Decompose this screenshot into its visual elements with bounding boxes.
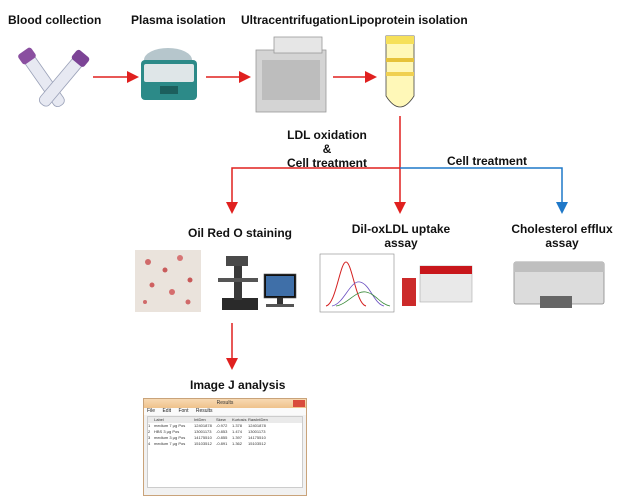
computer-image [263,273,297,307]
menu-font[interactable]: Font [178,408,189,414]
table-cell: 13001173 [194,429,212,434]
ldl-oxidation-amp: & [322,142,332,156]
lipoprotein-tube-image [385,35,415,108]
col-header: IntDen [194,417,206,422]
table-cell: medium 7 µg Pos [154,423,186,428]
table-row: 3 medium 3 µg Pos 14175510 -0.855 1.397 … [148,435,302,441]
table-cell: 1.362 [232,441,243,446]
step-cell-treatment-right: Cell treatment [447,154,528,168]
dil-uptake-line1: Dil-oxLDL uptake [351,222,451,236]
table-cell: 12401878 [248,423,266,428]
step-ultracentrifugation: Ultracentrifugation [241,13,349,27]
imagej-results-table: Label IntDen Skew Kurtosis RawIntDen 1 m… [147,416,303,488]
dil-uptake-line2: assay [384,236,418,250]
menu-edit[interactable]: Edit [162,408,172,414]
table-header: Label IntDen Skew Kurtosis RawIntDen [148,417,302,423]
step-oil-red-o: Oil Red O staining [188,226,293,240]
table-cell: medium 7 µg Pos [154,441,186,446]
imagej-title-text: Results [216,400,234,406]
table-cell: 13001173 [248,429,266,434]
table-cell: 2 [148,429,151,434]
step-chol-efflux: Cholesterol efflux assay [506,222,617,250]
ldl-oxidation-line2: Cell treatment [286,156,368,170]
table-cell: 1 [148,423,151,428]
table-cell: -0.972 [216,423,228,428]
table-cell: 14175510 [248,435,266,440]
flow-cytometer-image [402,265,473,306]
plate-reader-image [513,261,605,308]
col-header: RawIntDen [248,417,268,422]
col-header: Skew [216,417,226,422]
imagej-results-window: Results File Edit Font Results Label Int… [143,398,307,496]
imagej-window-title: Results [144,399,306,408]
ultracentrifuge-image [255,36,327,113]
table-cell: -0.853 [216,429,228,434]
chol-efflux-line1: Cholesterol efflux [511,222,613,236]
blood-tubes-image [18,47,90,108]
table-cell: HBS 3 µg Pos [154,429,180,434]
table-row: 4 medium 7 µg Pos 15103512 -0.891 1.362 … [148,441,302,447]
step-dil-uptake: Dil-oxLDL uptake assay [343,222,459,250]
table-cell: 12401878 [194,423,212,428]
arrow-to-chol-efflux [400,167,568,214]
microscope-image [218,256,258,310]
col-header: Kurtosis [232,417,247,422]
centrifuge-image [141,48,197,100]
table-row: 2 HBS 3 µg Pos 13001173 -0.853 1.474 130… [148,429,302,435]
table-cell: -0.891 [216,441,228,446]
menu-results[interactable]: Results [195,408,213,414]
col-header: Label [154,417,164,422]
imagej-menu-bar: File Edit Font Results [144,408,306,415]
step-plasma-isolation: Plasma isolation [131,13,226,27]
close-icon[interactable] [293,400,305,407]
chol-efflux-line2: assay [545,236,579,250]
step-lipoprotein-isolation: Lipoprotein isolation [349,13,468,27]
flow-histogram-image [319,253,395,313]
table-cell: 1.397 [232,435,243,440]
table-cell: 3 [148,435,151,440]
oil-red-stain-image [135,250,201,312]
arrow-to-oil-red [226,167,400,214]
table-cell: 14175510 [194,435,212,440]
step-blood-collection: Blood collection [8,13,102,27]
step-ldl-oxidation: LDL oxidation & Cell treatment [272,128,382,170]
table-cell: 1.474 [232,429,243,434]
step-image-j: Image J analysis [190,378,286,392]
table-cell: 1.378 [232,423,243,428]
table-row: 1 medium 7 µg Pos 12401878 -0.972 1.378 … [148,423,302,429]
ldl-oxidation-line1: LDL oxidation [287,128,367,142]
table-cell: 15103512 [248,441,266,446]
menu-file[interactable]: File [147,408,156,414]
table-cell: medium 3 µg Pos [154,435,186,440]
table-cell: 4 [148,441,151,446]
table-cell: -0.855 [216,435,228,440]
table-cell: 15103512 [194,441,212,446]
